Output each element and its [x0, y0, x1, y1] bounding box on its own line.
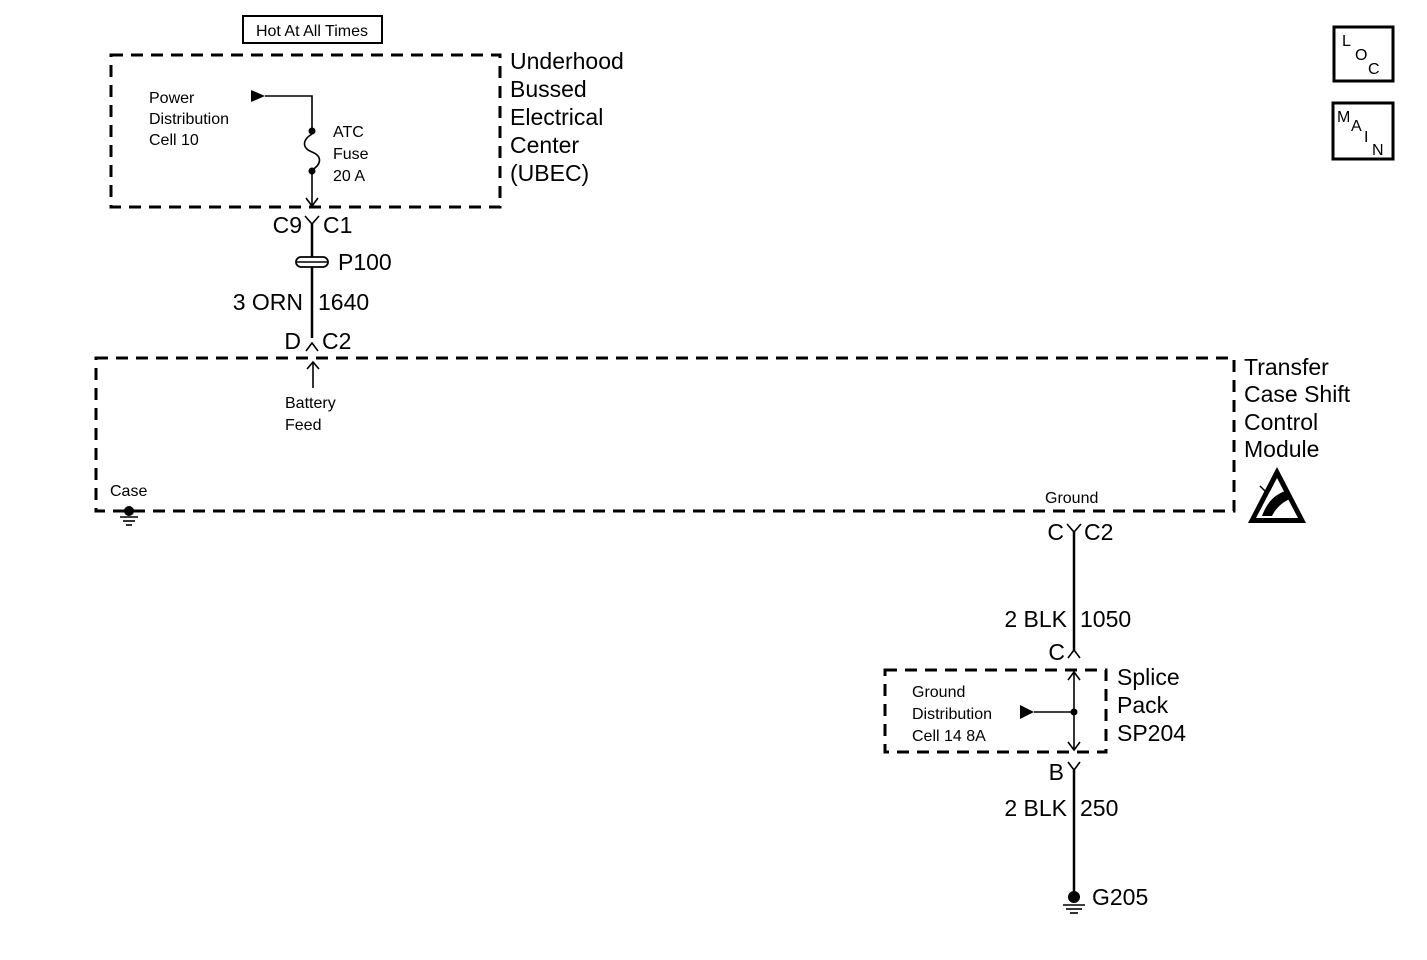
svg-text:Power: Power: [149, 90, 195, 107]
splice-pack-name: Splice Pack SP204: [1117, 664, 1186, 746]
svg-text:Bussed: Bussed: [510, 76, 587, 102]
svg-text:C: C: [1368, 61, 1380, 78]
wire-1640-circuit: 1640: [318, 289, 369, 315]
svg-text:C9: C9: [273, 212, 302, 238]
svg-text:Cell 14 8A: Cell 14 8A: [912, 728, 986, 745]
case-label: Case: [110, 483, 147, 500]
svg-text:Ground: Ground: [912, 684, 965, 701]
svg-text:M: M: [1337, 109, 1350, 126]
fuse-label: ATC Fuse 20 A: [333, 124, 369, 185]
svg-text:Pack: Pack: [1117, 692, 1169, 718]
svg-text:Splice: Splice: [1117, 664, 1180, 690]
connector-b-splice: B: [1049, 759, 1081, 785]
svg-text:Cell 10: Cell 10: [149, 132, 199, 149]
esd-warning-icon: [1248, 467, 1306, 523]
power-distribution-label: Power Distribution Cell 10: [149, 90, 229, 149]
svg-text:Feed: Feed: [285, 417, 321, 434]
wire-250-circuit: 250: [1080, 795, 1118, 821]
svg-text:P100: P100: [338, 249, 392, 275]
svg-text:C: C: [1047, 519, 1064, 545]
svg-text:O: O: [1355, 47, 1367, 64]
connector-c-splice: C: [1048, 639, 1081, 665]
module-ground-label: Ground: [1045, 490, 1098, 507]
connector-c2-module-top: D C2: [284, 328, 351, 354]
case-ground-icon: [120, 506, 138, 526]
svg-text:N: N: [1372, 142, 1384, 159]
splice-internal-wiring: [1034, 670, 1081, 752]
transfer-case-module-box: [94, 356, 1236, 513]
loc-icon[interactable]: L O C: [1332, 25, 1395, 83]
svg-text:C1: C1: [323, 212, 352, 238]
connector-p100: P100: [295, 249, 392, 275]
svg-text:Distribution: Distribution: [912, 706, 992, 723]
svg-text:Electrical: Electrical: [510, 104, 603, 130]
hot-at-all-times-label: Hot At All Times: [242, 15, 383, 44]
svg-text:Fuse: Fuse: [333, 146, 369, 163]
svg-text:L: L: [1342, 33, 1351, 50]
svg-text:A: A: [1351, 118, 1362, 135]
ubec-name: Underhood Bussed Electrical Center (UBEC…: [510, 48, 624, 186]
source-arrow-icon: [251, 90, 265, 102]
svg-text:Transfer: Transfer: [1244, 354, 1329, 380]
svg-text:Module: Module: [1244, 436, 1319, 462]
fuse-feed-wire: [265, 95, 313, 130]
battery-feed-label: Battery Feed: [285, 395, 336, 434]
svg-text:Distribution: Distribution: [149, 111, 229, 128]
splice-pack-box: [883, 668, 1108, 754]
fuse-icon: [303, 127, 321, 208]
svg-text:Underhood: Underhood: [510, 48, 624, 74]
svg-text:C: C: [1048, 639, 1065, 665]
svg-text:C2: C2: [322, 328, 351, 354]
ground-g205-icon: [1063, 891, 1085, 914]
connector-c1: C9 C1: [273, 212, 353, 238]
ground-g205-label: G205: [1092, 884, 1148, 910]
svg-text:Center: Center: [510, 132, 579, 158]
wire-1640-color: 3 ORN: [233, 289, 303, 315]
svg-text:D: D: [284, 328, 301, 354]
ubec-box: [109, 53, 502, 209]
main-icon[interactable]: M A I N: [1331, 101, 1395, 161]
svg-text:Case Shift: Case Shift: [1244, 381, 1351, 407]
svg-text:ATC: ATC: [333, 124, 364, 141]
svg-text:C2: C2: [1084, 519, 1113, 545]
ground-distribution-arrow-icon: [1020, 705, 1034, 719]
svg-text:SP204: SP204: [1117, 720, 1186, 746]
wire-1050-color: 2 BLK: [1004, 606, 1067, 632]
svg-text:(UBEC): (UBEC): [510, 160, 589, 186]
ground-distribution-label: Ground Distribution Cell 14 8A: [912, 684, 992, 745]
connector-c2-module-ground: C C2: [1047, 519, 1113, 545]
svg-text:Hot At All Times: Hot At All Times: [256, 23, 368, 40]
svg-text:Battery: Battery: [285, 395, 336, 412]
svg-text:B: B: [1049, 759, 1064, 785]
svg-text:Control: Control: [1244, 409, 1318, 435]
svg-text:I: I: [1364, 129, 1368, 146]
wire-250-color: 2 BLK: [1004, 795, 1067, 821]
module-name: Transfer Case Shift Control Module: [1244, 354, 1351, 462]
wire-1050-circuit: 1050: [1080, 606, 1131, 632]
battery-feed-arrow-icon: [306, 360, 320, 388]
svg-text:20 A: 20 A: [333, 168, 365, 185]
